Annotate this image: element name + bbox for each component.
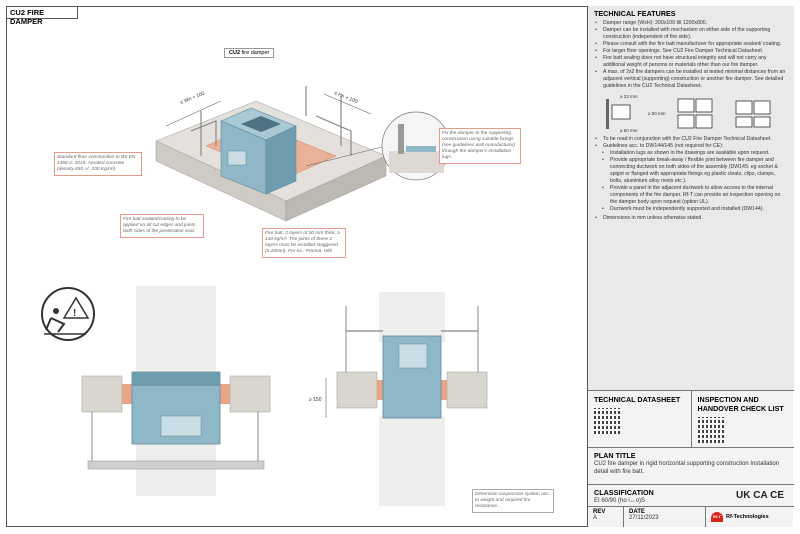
tf-item: Dimensions in mm unless otherwise stated…	[595, 215, 788, 222]
section-left	[81, 286, 271, 496]
rft-logo-icon: Rf-T	[711, 512, 723, 522]
classification: CLASSIFICATION EI 60/90 (ho i↔o)S UK CA …	[588, 485, 794, 507]
technical-features-heading: TECHNICAL FEATURES	[594, 9, 676, 18]
note-fix: Fix the damper to the supporting constru…	[439, 128, 521, 164]
tf-item: For larger floor openings. See CU2 Fire …	[595, 48, 788, 55]
installation-drawing: ≤ Wn + 100 ≤ Hn + 100 !	[41, 86, 488, 506]
qr-code-inspection[interactable]	[697, 417, 724, 443]
info-panel: TECHNICAL FEATURES Damper range (WxH): 2…	[587, 6, 794, 527]
tf-sub-item: Provide a panel in the adjacent ductwork…	[602, 185, 788, 206]
classification-value: EI 60/90 (ho i↔o)S	[594, 498, 646, 504]
tf-item: Guidelines acc. to DW144/145 (not requir…	[595, 143, 788, 150]
drawing-area: ≤ Wn + 100 ≤ Hn + 100 !	[6, 6, 586, 527]
svg-text:!: !	[73, 308, 76, 319]
tf-item: Fire batt sealing does not have structur…	[595, 55, 788, 69]
dim-hn: ≤ Hn + 100	[333, 90, 358, 105]
rev-cell: REV A	[588, 507, 624, 527]
plan-title-text: CU2 fire damper in rigid horizontal supp…	[594, 461, 780, 475]
tf-item: Damper range (WxH): 200x100 till 1200x80…	[595, 20, 788, 27]
tf-sub-item: Ductwork must be independently supported…	[602, 206, 788, 213]
iso-supports	[190, 86, 352, 156]
classification-heading: CLASSIFICATION	[594, 488, 654, 497]
rev-label: REV	[593, 509, 606, 515]
inspection-heading: INSPECTION AND HANDOVER CHECK LIST	[697, 395, 784, 413]
note-suspension: Dimension suspension system acc. to weig…	[472, 489, 554, 513]
warning-sign: !	[41, 287, 95, 341]
company-logo: Rf-T Rf-Technologies	[706, 507, 794, 527]
diag-50b: ≥ 50 mm	[620, 128, 638, 133]
revision-row: REV A DATE 27/11/2023 Rf-T Rf-Technologi…	[588, 507, 794, 527]
qr-code-datasheet[interactable]	[594, 408, 620, 434]
date-value: 27/11/2023	[629, 515, 659, 521]
qr-row: TECHNICAL DATASHEET INSPECTION AND HANDO…	[588, 391, 794, 448]
tf-item: Damper can be installed with mechanism o…	[595, 27, 788, 41]
company-name: Rf-Technologies	[726, 514, 769, 520]
technical-features: TECHNICAL FEATURES Damper range (WxH): 2…	[588, 6, 794, 391]
cu2-label: CU2 fire damper	[224, 48, 275, 58]
ukca-ce-marks: UK CA CE	[736, 490, 784, 501]
distance-diagram: ≥ 23 mm ≥ 50 mm ≥ 50 mm	[598, 93, 788, 133]
cu2-label-bold: CU2	[229, 50, 241, 56]
dim-150: ≥ 150	[309, 397, 322, 403]
tf-sub-item: Installation lugs as shown in the drawin…	[602, 150, 788, 157]
section-right	[325, 292, 488, 506]
diag-23: ≥ 23 mm	[620, 94, 638, 99]
rev-value: A	[593, 515, 598, 521]
inspection-cell[interactable]: INSPECTION AND HANDOVER CHECK LIST	[692, 391, 795, 447]
note-sealant: Fire batt sealant/coating to be applied …	[120, 214, 204, 238]
note-floor: Standard floor construction to BS EN 136…	[54, 152, 142, 176]
iso-damper	[220, 107, 297, 195]
detail-callout	[305, 111, 451, 181]
technical-datasheet-cell[interactable]: TECHNICAL DATASHEET	[588, 391, 692, 447]
iso-dim-lines	[165, 93, 372, 127]
date-cell: DATE 27/11/2023	[624, 507, 706, 527]
cu2-label-text: fire damper	[241, 50, 270, 56]
tf-item: To be read in conjunction with the CU2 F…	[595, 136, 788, 143]
tf-item: A max. of 2x2 fire dampers can be instal…	[595, 69, 788, 90]
tf-item: Please consult with the fire batt manufa…	[595, 41, 788, 48]
tf-sub-item: Provide appropriate break-away / flexibl…	[602, 157, 788, 185]
dim-wn: ≤ Wn + 100	[180, 91, 206, 106]
date-label: DATE	[629, 509, 645, 515]
distance-diagram-svg: ≥ 23 mm ≥ 50 mm ≥ 50 mm	[606, 94, 771, 133]
note-firebatt: Fire batt, 2 layers of 50 mm thick, ≥ 14…	[262, 228, 346, 258]
technical-datasheet-heading: TECHNICAL DATASHEET	[594, 395, 681, 404]
diag-50a: ≥ 50 mm	[648, 111, 666, 116]
plan-title-heading: PLAN TITLE	[594, 451, 636, 460]
plan-title: PLAN TITLE CU2 fire damper in rigid hori…	[588, 448, 794, 485]
sheet-title: CU2 FIRE DAMPER	[6, 6, 78, 26]
